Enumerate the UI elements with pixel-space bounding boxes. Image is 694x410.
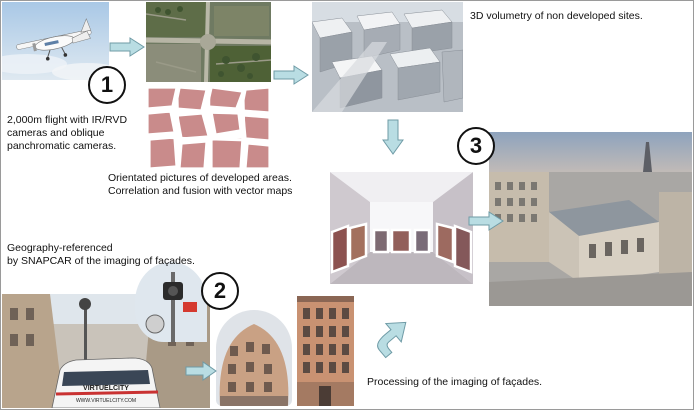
van-url-text: WWW.VIRTUELCITY.COM [76, 398, 136, 404]
paris-panorama [489, 132, 692, 306]
arrow-down [382, 119, 404, 155]
volumetry-render [312, 2, 463, 112]
caption-orthophoto: Orientated pictures of developed areas. … [108, 172, 293, 197]
caption-snapcar: Geography-referenced by SNAPCAR of the i… [7, 242, 195, 267]
caption-processing: Processing of the imaging of façades. [367, 376, 543, 388]
aerial-photo [146, 2, 271, 82]
step-3-badge: 3 [457, 127, 495, 165]
caption-flight: 2,000m flight with IR/RVD cameras and ob… [7, 114, 128, 152]
step-2-badge: 2 [201, 272, 239, 310]
caption-volumetry: 3D volumetry of non developed sites. [470, 10, 643, 22]
arrow-right-3 [468, 211, 504, 231]
fisheye-facade [216, 310, 292, 406]
arrow-right-2 [273, 65, 309, 85]
van-logo-text: VIRTUELCITY [83, 385, 129, 392]
arrow-right-1 [109, 37, 145, 57]
vector-map [146, 86, 271, 170]
rectified-facade [297, 296, 354, 406]
step-1-badge: 1 [88, 66, 126, 104]
arrow-right-4 [185, 361, 217, 381]
camera-rig-inset [135, 262, 207, 342]
airplane-photo [2, 2, 109, 80]
interior-composite [330, 172, 473, 284]
arrow-curved-up [370, 308, 414, 359]
